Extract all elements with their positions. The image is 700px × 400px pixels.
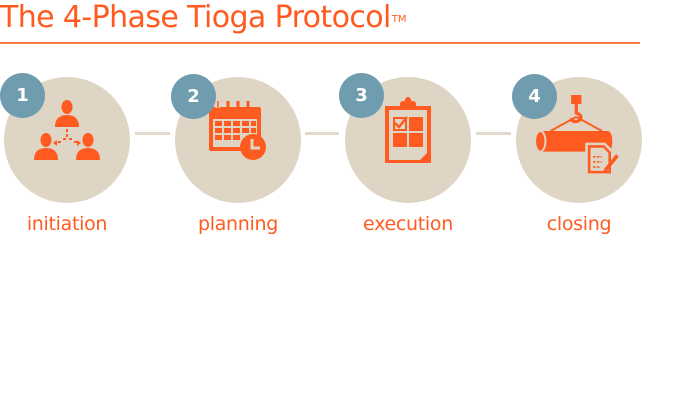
phase-planning: planning — [175, 77, 301, 235]
phase-label: execution — [363, 213, 453, 235]
connector-2-3 — [305, 132, 339, 135]
phase-label: initiation — [26, 213, 108, 235]
phase-number-badge: 1 — [0, 73, 45, 118]
phase-label: planning — [197, 213, 279, 235]
phase-number-badge: 3 — [339, 73, 384, 118]
trademark-symbol: TM — [391, 14, 407, 25]
page-title: The 4-Phase Tioga ProtocolTM — [0, 1, 406, 35]
clipboard-checklist-icon — [385, 97, 431, 163]
connector-1-2 — [135, 132, 170, 135]
connector-3-4 — [476, 132, 511, 135]
crane-pipe-document-icon — [534, 95, 619, 176]
phase-number-badge: 2 — [171, 74, 216, 119]
phase-number-badge: 4 — [512, 74, 557, 119]
title-underline — [0, 42, 640, 44]
phase-label: closing — [546, 213, 612, 235]
team-network-icon — [34, 100, 100, 160]
title-text: The 4-Phase Tioga Protocol — [0, 0, 391, 35]
calendar-clock-icon — [209, 101, 266, 160]
phase-initiation: initiation — [4, 77, 130, 235]
